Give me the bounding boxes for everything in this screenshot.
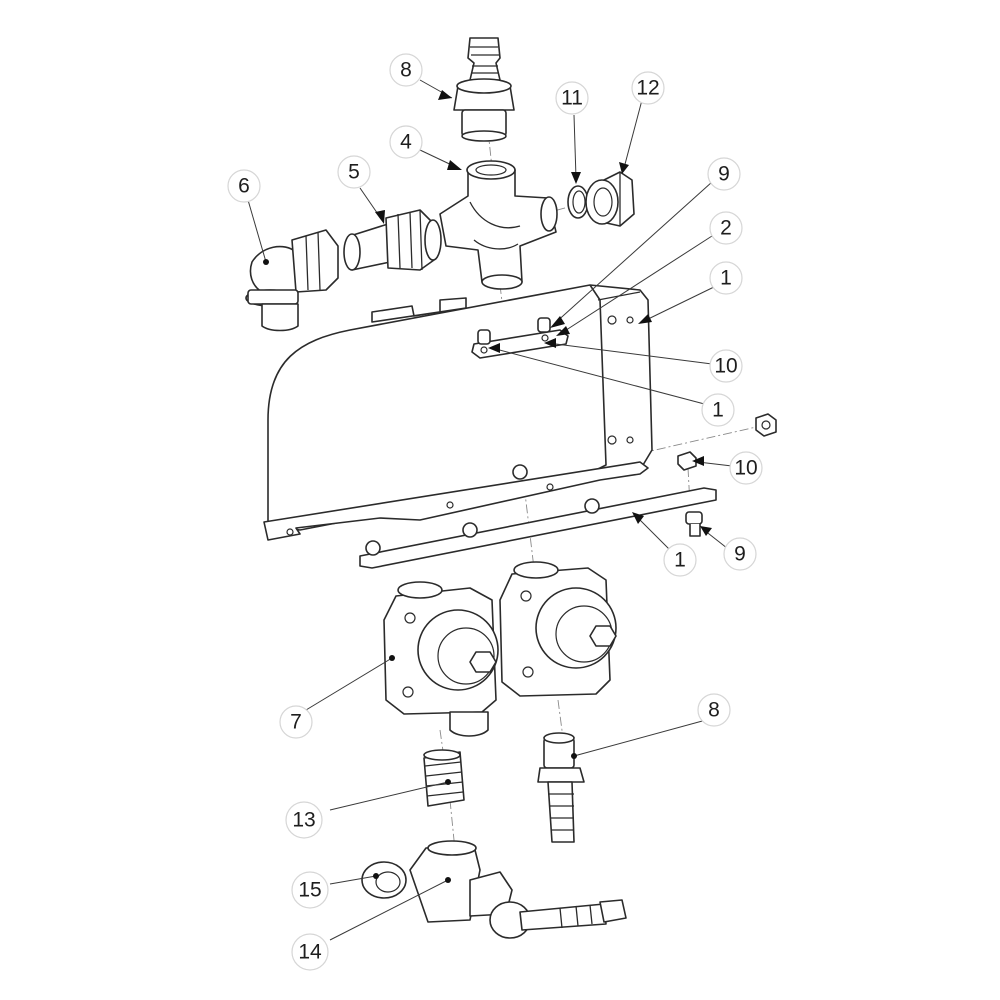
threaded-nipple: [423, 749, 465, 807]
callout-label: 10: [734, 457, 757, 480]
callout-9-bottom: 9: [723, 537, 757, 571]
callout-15: 15: [291, 871, 329, 909]
callout-label: 12: [636, 77, 659, 100]
callout-label: 13: [292, 809, 315, 832]
callout-7: 7: [279, 705, 313, 739]
union-nut: [585, 171, 635, 227]
callout-label: 8: [708, 699, 720, 722]
callout-label: 6: [238, 175, 250, 198]
callout-6: 6: [227, 169, 261, 203]
callout-label: 9: [718, 163, 730, 186]
callout-9-top: 9: [707, 157, 741, 191]
callout-label: 7: [290, 711, 302, 734]
callout-10-mid: 10: [709, 349, 743, 383]
callout-8-bottom: 8: [697, 693, 731, 727]
tee-fitting: [409, 840, 627, 939]
callout-label: 4: [400, 131, 412, 154]
callout-2: 2: [709, 211, 743, 245]
callout-1-mid: 1: [701, 393, 735, 427]
washer: [361, 861, 407, 899]
valve-block-right: [499, 561, 617, 697]
lower-bracket-strip: [359, 464, 717, 569]
callout-13: 13: [285, 801, 323, 839]
callout-5: 5: [337, 155, 371, 189]
hose-barb-fitting-top: [453, 37, 515, 142]
callout-label: 1: [720, 267, 732, 290]
callout-label: 2: [720, 217, 732, 240]
callout-label: 10: [714, 355, 737, 378]
callout-8-top: 8: [389, 53, 423, 87]
callout-4: 4: [389, 125, 423, 159]
hardware-nuts-screws: [677, 413, 777, 537]
callout-label: 11: [561, 87, 583, 110]
union-connector: [343, 209, 442, 271]
callout-label: 1: [674, 549, 686, 572]
callout-1-top: 1: [709, 261, 743, 295]
hose-barb-fitting-bottom: [537, 732, 585, 843]
callout-label: 15: [298, 879, 321, 902]
leader-lines: [247, 79, 733, 941]
callout-1-bottom: 1: [663, 543, 697, 577]
callout-label: 9: [734, 543, 746, 566]
callout-12: 12: [631, 71, 665, 105]
callout-label: 5: [348, 161, 360, 184]
elbow-fitting: [245, 229, 339, 332]
callout-label: 1: [712, 399, 724, 422]
callout-10-right: 10: [729, 451, 763, 485]
callout-label: 14: [298, 941, 322, 964]
callout-11: 11: [555, 81, 589, 115]
callout-14: 14: [291, 933, 329, 971]
valve-block-left: [383, 581, 499, 737]
o-ring: [567, 185, 589, 219]
cross-fitting: [439, 160, 558, 290]
callout-label: 8: [400, 59, 412, 82]
